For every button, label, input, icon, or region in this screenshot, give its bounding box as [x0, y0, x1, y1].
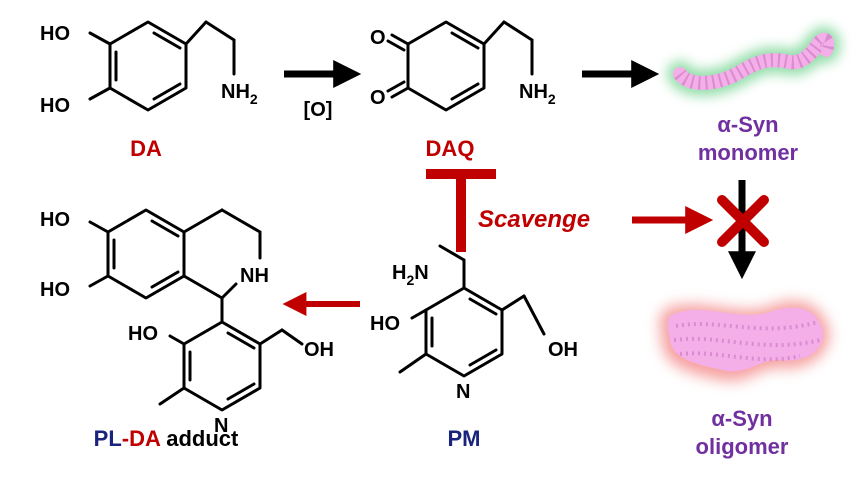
daq-amine: NH2 [519, 81, 556, 107]
da-hydroxyl-bottom: HO [40, 95, 70, 117]
adduct-label: PL-DA adduct [94, 426, 239, 451]
pyridoxamine-structure: H2N HO OH N [370, 244, 578, 403]
scavenge-label: Scavenge [478, 206, 590, 233]
pm-hydroxymethyl: OH [548, 339, 578, 361]
pm-ring-nitrogen: N [456, 381, 470, 403]
block-cross-icon [717, 195, 769, 247]
oligomer-label-line1: α-Syn [711, 406, 772, 431]
da-label: DA [130, 136, 162, 161]
adduct-ring-nh: NH [240, 265, 269, 287]
dopamine-quinone-structure: O O NH2 [370, 20, 556, 112]
adduct-hydroxyl-top: HO [40, 209, 70, 231]
adduct-ring-nitrogen: N [214, 415, 228, 437]
da-hydroxyl-top: HO [40, 23, 70, 45]
daq-label: DAQ [426, 136, 475, 161]
dopamine-structure: HO HO NH2 [40, 20, 258, 117]
daq-oxygen-top: O [370, 27, 386, 49]
pm-label: PM [448, 426, 481, 451]
monomer-illustration [667, 27, 841, 96]
da-amine: NH2 [221, 81, 258, 107]
oligomer-illustration [659, 300, 830, 382]
monomer-label-line1: α-Syn [717, 112, 778, 137]
daq-oxygen-bottom: O [370, 87, 386, 109]
pl-da-adduct-structure: HO HO NH HO OH N [40, 208, 334, 437]
monomer-label-line2: monomer [698, 140, 799, 165]
pm-hydroxyl: HO [370, 313, 400, 335]
pm-amine: H2N [392, 262, 429, 288]
adduct-hydroxymethyl: OH [304, 339, 334, 361]
adduct-pyridine-hydroxyl: HO [128, 323, 158, 345]
oxidation-label: [O] [304, 99, 333, 121]
inhibition-bar [426, 169, 496, 252]
adduct-hydroxyl-bottom: HO [40, 279, 70, 301]
oligomer-label-line2: oligomer [696, 434, 789, 459]
